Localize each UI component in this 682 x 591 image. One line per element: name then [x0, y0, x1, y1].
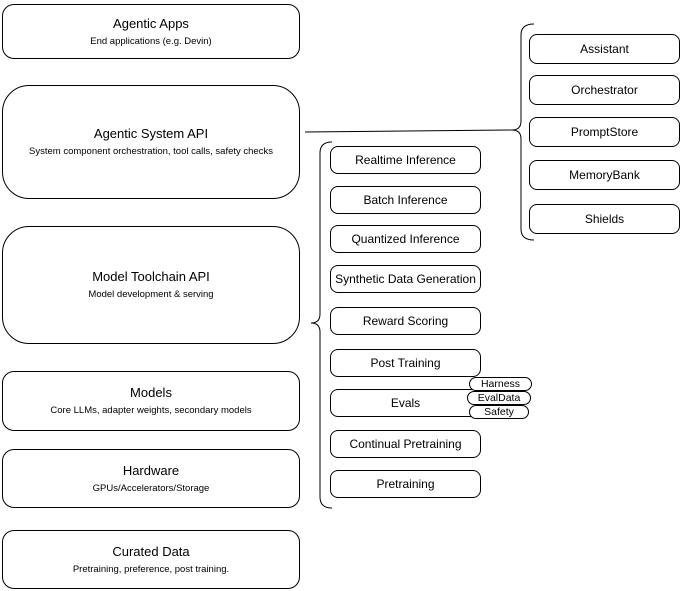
- brace-toolchain: [310, 141, 333, 509]
- node-memorybank: MemoryBank: [529, 160, 680, 190]
- node-subtitle: GPUs/Accelerators/Storage: [92, 482, 210, 494]
- node-shields: Shields: [529, 204, 680, 234]
- node-subtitle: Pretraining, preference, post training.: [72, 563, 230, 575]
- tag-safety: Safety: [469, 405, 529, 419]
- node-pretraining: Pretraining: [330, 470, 481, 498]
- node-realtime-inference: Realtime Inference: [330, 146, 481, 174]
- node-orchestrator: Orchestrator: [529, 75, 680, 105]
- node-title: Model Toolchain API: [92, 269, 210, 284]
- node-agentic-apps: Agentic Apps End applications (e.g. Devi…: [2, 4, 300, 59]
- connector-line-system-api: [304, 129, 513, 133]
- node-reward-scoring: Reward Scoring: [330, 307, 481, 335]
- node-subtitle: Model development & serving: [88, 289, 214, 300]
- node-hardware: Hardware GPUs/Accelerators/Storage: [2, 449, 300, 508]
- tag-harness: Harness: [469, 377, 532, 391]
- node-title: Models: [130, 385, 172, 400]
- node-model-toolchain-api: Model Toolchain API Model development & …: [2, 226, 300, 344]
- node-subtitle: System component orchestration, tool cal…: [29, 146, 273, 157]
- node-curated-data: Curated Data Pretraining, preference, po…: [2, 530, 300, 589]
- node-quantized-inference: Quantized Inference: [330, 225, 481, 253]
- node-batch-inference: Batch Inference: [330, 186, 481, 214]
- node-title: Hardware: [122, 462, 180, 478]
- node-post-training: Post Training: [330, 349, 481, 377]
- node-title: Curated Data: [112, 543, 190, 559]
- node-title: Agentic Apps: [113, 15, 189, 31]
- node-agentic-system-api: Agentic System API System component orch…: [2, 85, 300, 199]
- node-subtitle: Core LLMs, adapter weights, secondary mo…: [50, 405, 252, 416]
- node-subtitle: End applications (e.g. Devin): [90, 35, 212, 47]
- node-synthetic-data-generation: Synthetic Data Generation: [330, 265, 481, 293]
- node-models: Models Core LLMs, adapter weights, secon…: [2, 371, 300, 431]
- node-promptstore: PromptStore: [529, 117, 680, 147]
- node-evals: Evals: [330, 389, 481, 417]
- node-assistant: Assistant: [529, 34, 680, 64]
- node-continual-pretraining: Continual Pretraining: [330, 430, 481, 458]
- node-title: Agentic System API: [93, 126, 209, 141]
- tag-evaldata: EvalData: [467, 391, 531, 405]
